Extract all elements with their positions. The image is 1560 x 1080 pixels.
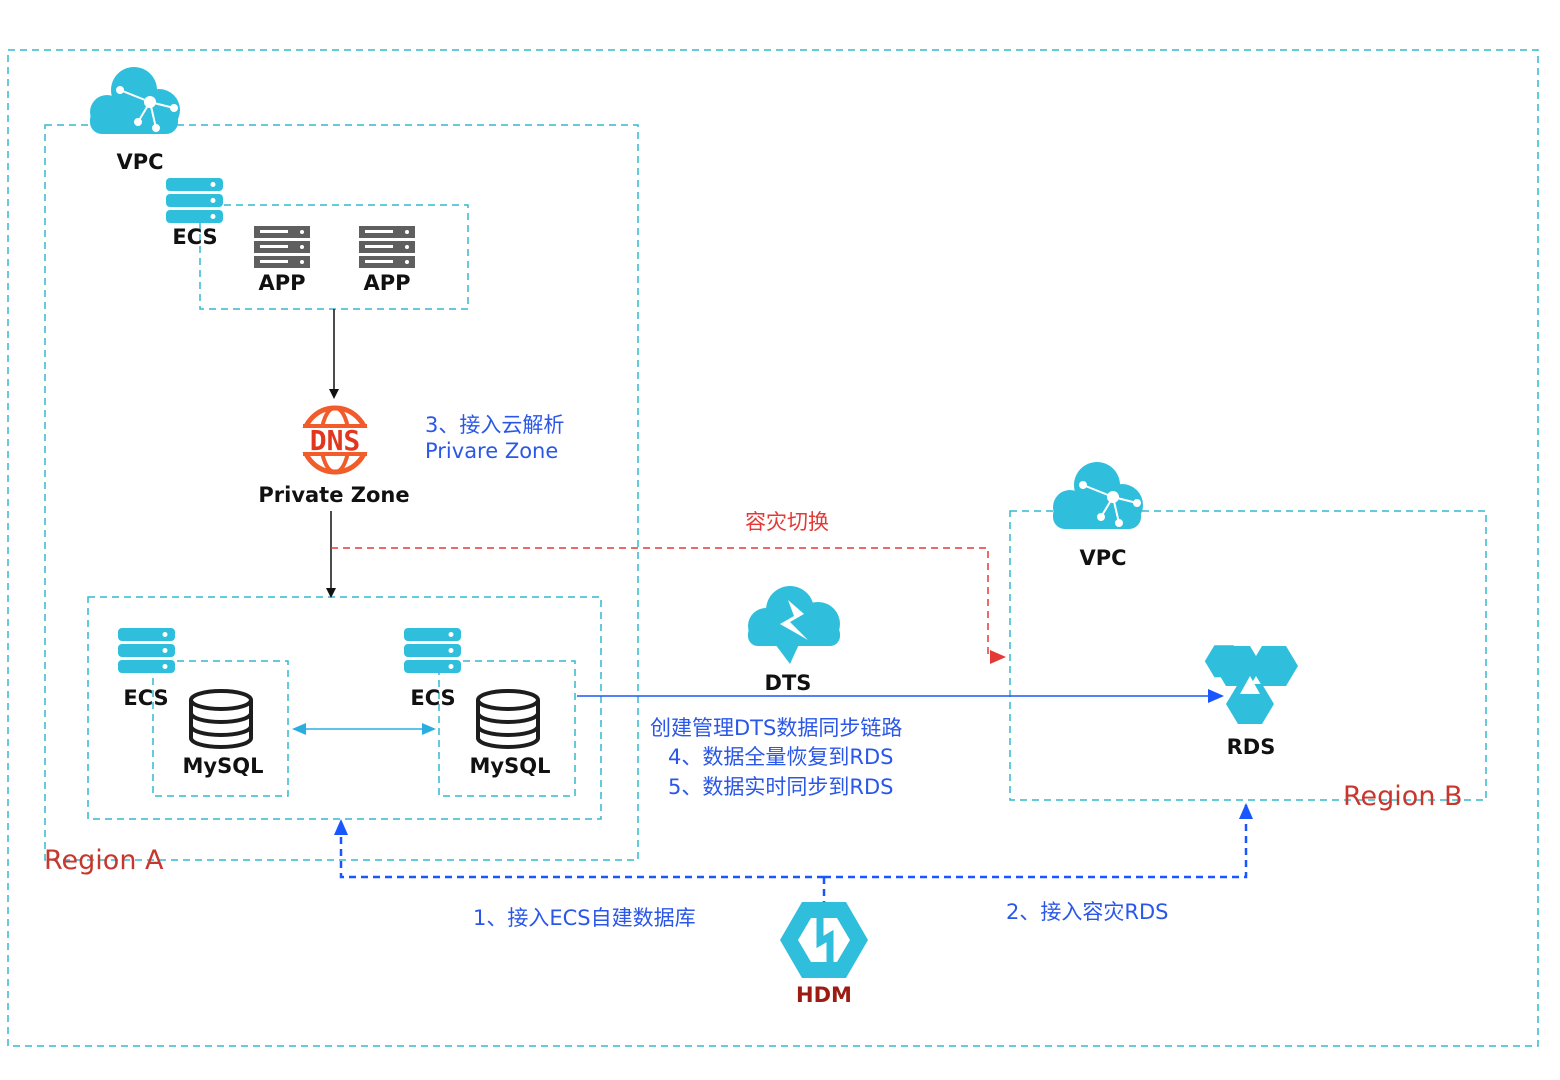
ecs-server-icon (166, 178, 223, 223)
outer-boundary (7, 49, 1539, 1047)
db-group-ecs-left-label: ECS (123, 686, 168, 710)
step2-annotation: 2、接入容灾RDS (1006, 900, 1168, 924)
region-b-vpc-label: VPC (1079, 546, 1126, 570)
mysql-right-label: MySQL (470, 754, 551, 778)
ecs-server-icon (118, 628, 175, 673)
region-b-box (1009, 510, 1487, 801)
step3-annotation-line2: Privare Zone (425, 439, 558, 463)
rds-label: RDS (1227, 735, 1276, 759)
step4-annotation: 4、数据全量恢复到RDS (668, 745, 893, 769)
app-server-icon (254, 226, 310, 268)
ecs-server-icon (404, 628, 461, 673)
private-zone-label: Private Zone (258, 483, 409, 507)
failover-annotation: 容灾切换 (745, 510, 829, 534)
db-group-box (87, 596, 602, 820)
region-b-label: Region B (1343, 781, 1463, 812)
mysql-left-box (152, 660, 289, 797)
dts-cloud-icon (748, 586, 840, 664)
db-group-ecs-right-label: ECS (410, 686, 455, 710)
app-label: APP (363, 271, 410, 295)
region-a-box (44, 124, 639, 861)
dns-globe-icon: DNS (299, 405, 371, 475)
hdm-to-region-a-arrow (334, 819, 824, 879)
step5-annotation: 5、数据实时同步到RDS (668, 775, 893, 799)
app-label: APP (258, 271, 305, 295)
region-a-vpc-label: VPC (116, 150, 163, 174)
dts-label: DTS (765, 671, 812, 695)
app-group-box (199, 204, 469, 310)
mysql-right-box (438, 660, 576, 797)
hdm-to-rds-arrow (824, 803, 1253, 879)
dts-create-annotation: 创建管理DTS数据同步链路 (650, 716, 902, 740)
region-a-label: Region A (44, 845, 164, 876)
vpc-cloud-icon (90, 67, 180, 134)
vpc-cloud-icon (1053, 462, 1143, 529)
mysql-database-icon (189, 689, 253, 749)
hdm-icon (780, 902, 868, 978)
step3-annotation-line1: 3、接入云解析 (425, 413, 564, 437)
app-group-ecs-label: ECS (172, 225, 217, 249)
failover-dashed-arrow (331, 547, 1006, 664)
app-server-icon (359, 226, 415, 268)
mysql-left-label: MySQL (183, 754, 264, 778)
step1-annotation: 1、接入ECS自建数据库 (473, 906, 696, 930)
mysql-database-icon (476, 689, 540, 749)
rds-hexagon-icon (1204, 645, 1298, 724)
dns-icon-text: DNS (310, 424, 361, 457)
hdm-label: HDM (796, 983, 852, 1007)
